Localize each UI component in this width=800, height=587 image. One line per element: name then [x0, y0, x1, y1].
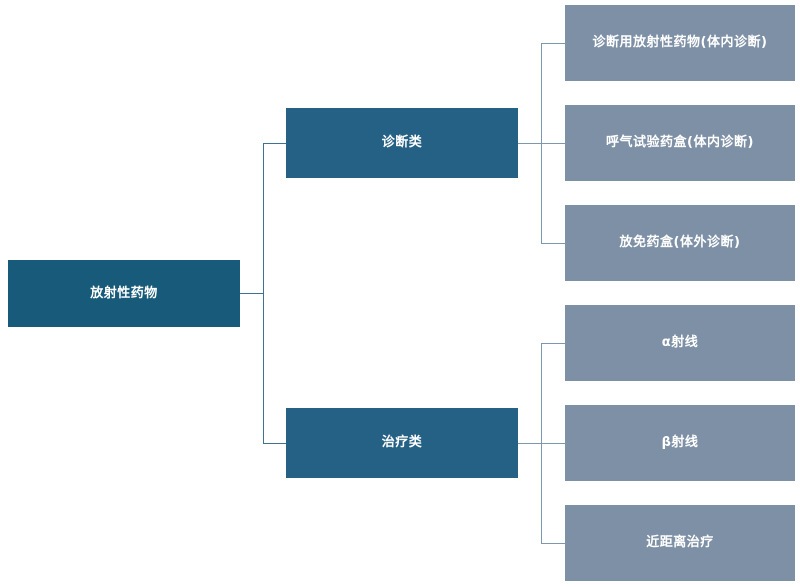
node-leaf-brachytherapy[interactable]: 近距离治疗: [565, 505, 795, 581]
connector-leaf-2-1-stub: [541, 343, 565, 344]
connector-leaf-1-2-stub: [541, 143, 565, 144]
connector-root-stub: [240, 293, 264, 294]
node-leaf-beta-ray[interactable]: β射线: [565, 405, 795, 481]
node-leaf-alpha-ray[interactable]: α射线: [565, 305, 795, 381]
connector-leaf-1-1-stub: [541, 43, 565, 44]
node-leaf-radioimmunoassay-kit[interactable]: 放免药盒(体外诊断): [565, 205, 795, 281]
connector-leaf-2-3-stub: [541, 543, 565, 544]
connector-branch-1-out: [518, 143, 542, 144]
node-branch-diagnostic[interactable]: 诊断类: [286, 108, 518, 178]
connector-leaf-1-3-stub: [541, 243, 565, 244]
connector-leaf-2-2-stub: [541, 443, 565, 444]
node-leaf-breath-test-kit[interactable]: 呼气试验药盒(体内诊断): [565, 105, 795, 181]
node-root[interactable]: 放射性药物: [8, 260, 240, 327]
connector-branch-1-stub: [263, 143, 287, 144]
node-branch-therapeutic[interactable]: 治疗类: [286, 408, 518, 478]
connector-branch-2-stub: [263, 443, 287, 444]
node-leaf-diagnostic-radiopharmaceutical[interactable]: 诊断用放射性药物(体内诊断): [565, 5, 795, 81]
connector-root-trunk: [263, 143, 264, 443]
connector-branch-2-out: [518, 443, 542, 444]
